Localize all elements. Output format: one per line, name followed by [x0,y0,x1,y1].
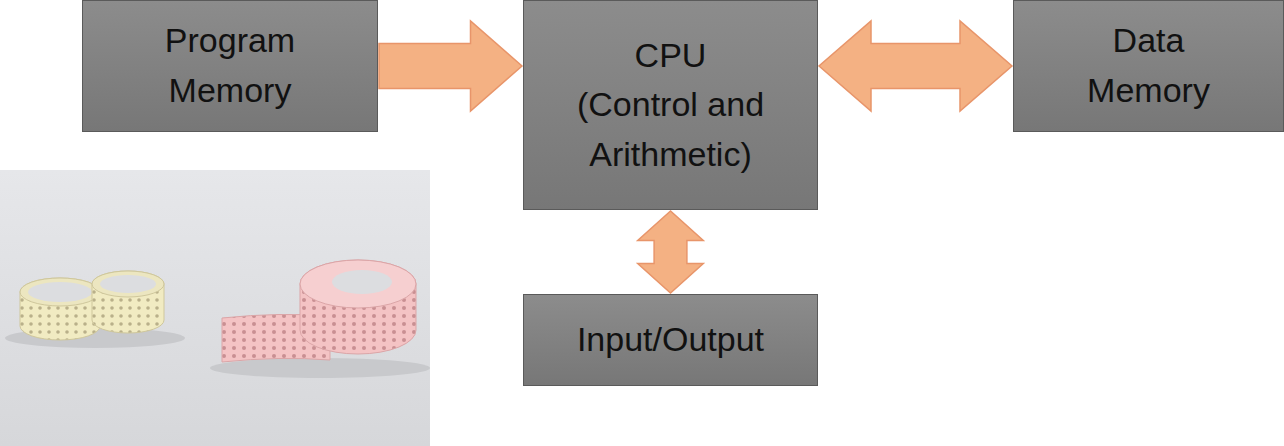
block-arrow [819,21,1012,111]
process-box: Data Memory [1013,0,1284,132]
shadow [210,358,430,378]
block-arrow [379,21,522,111]
box-label: Input/Output [577,315,764,365]
process-box: Program Memory [82,0,378,132]
yellow-tape-coil [20,278,100,340]
yellow-tape-opening [20,278,100,306]
pink-tape-coil [300,260,416,354]
photo-ground [0,170,430,446]
process-box: CPU (Control and Arithmetic) [523,0,818,210]
pink-tape-opening [300,260,416,308]
yellow-tape-coil [92,271,164,333]
yellow-tape-opening [92,271,164,297]
pink-tape-hole [332,270,392,294]
box-label: Program Memory [132,16,328,115]
yellow-tape-hole [100,275,156,293]
box-label: Data Memory [1051,16,1247,115]
block-arrow [638,211,704,293]
process-box: Input/Output [523,294,818,386]
box-label: CPU (Control and Arithmetic) [573,31,769,180]
yellow-tape-hole [28,282,92,302]
